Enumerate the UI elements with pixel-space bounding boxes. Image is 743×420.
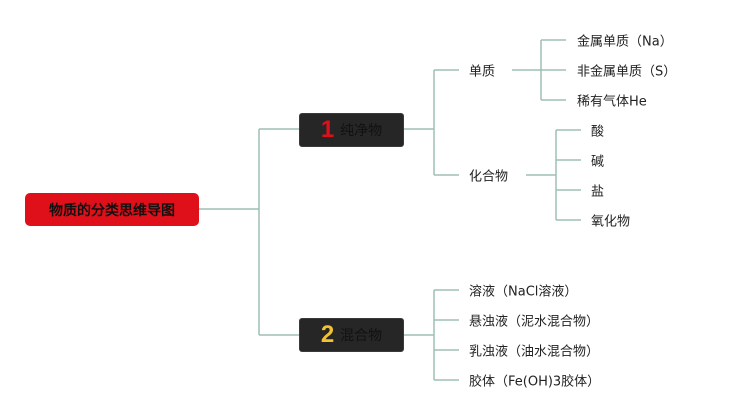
leaf-node[interactable]: 金属单质（Na） xyxy=(577,34,673,50)
leaf-node[interactable]: 稀有气体He xyxy=(577,94,647,110)
leaf-node[interactable]: 非金属单质（S） xyxy=(577,64,677,80)
branch-label: 纯净物 xyxy=(340,123,383,139)
leaf-node[interactable]: 悬浊液（泥水混合物） xyxy=(469,314,600,330)
leaf-node[interactable]: 氧化物 xyxy=(591,214,631,230)
leaf-node[interactable]: 盐 xyxy=(591,184,605,200)
branch-node-pure-substance[interactable]: 1 纯净物 xyxy=(299,113,404,147)
node-element[interactable]: 单质 xyxy=(469,64,496,80)
branch-label: 混合物 xyxy=(340,328,383,344)
root-node[interactable]: 物质的分类思维导图 xyxy=(25,193,199,226)
leaf-node[interactable]: 溶液（NaCl溶液） xyxy=(469,284,578,300)
branch-number: 2 xyxy=(320,321,335,348)
leaf-node[interactable]: 酸 xyxy=(591,124,605,140)
leaf-node[interactable]: 胶体（Fe(OH)3胶体） xyxy=(469,374,601,390)
branch-node-mixture[interactable]: 2 混合物 xyxy=(299,318,404,352)
leaf-node[interactable]: 碱 xyxy=(591,154,605,170)
leaf-node[interactable]: 乳浊液（油水混合物） xyxy=(469,344,600,360)
node-compound[interactable]: 化合物 xyxy=(469,169,509,185)
branch-number: 1 xyxy=(320,116,335,143)
root-label: 物质的分类思维导图 xyxy=(49,202,175,219)
